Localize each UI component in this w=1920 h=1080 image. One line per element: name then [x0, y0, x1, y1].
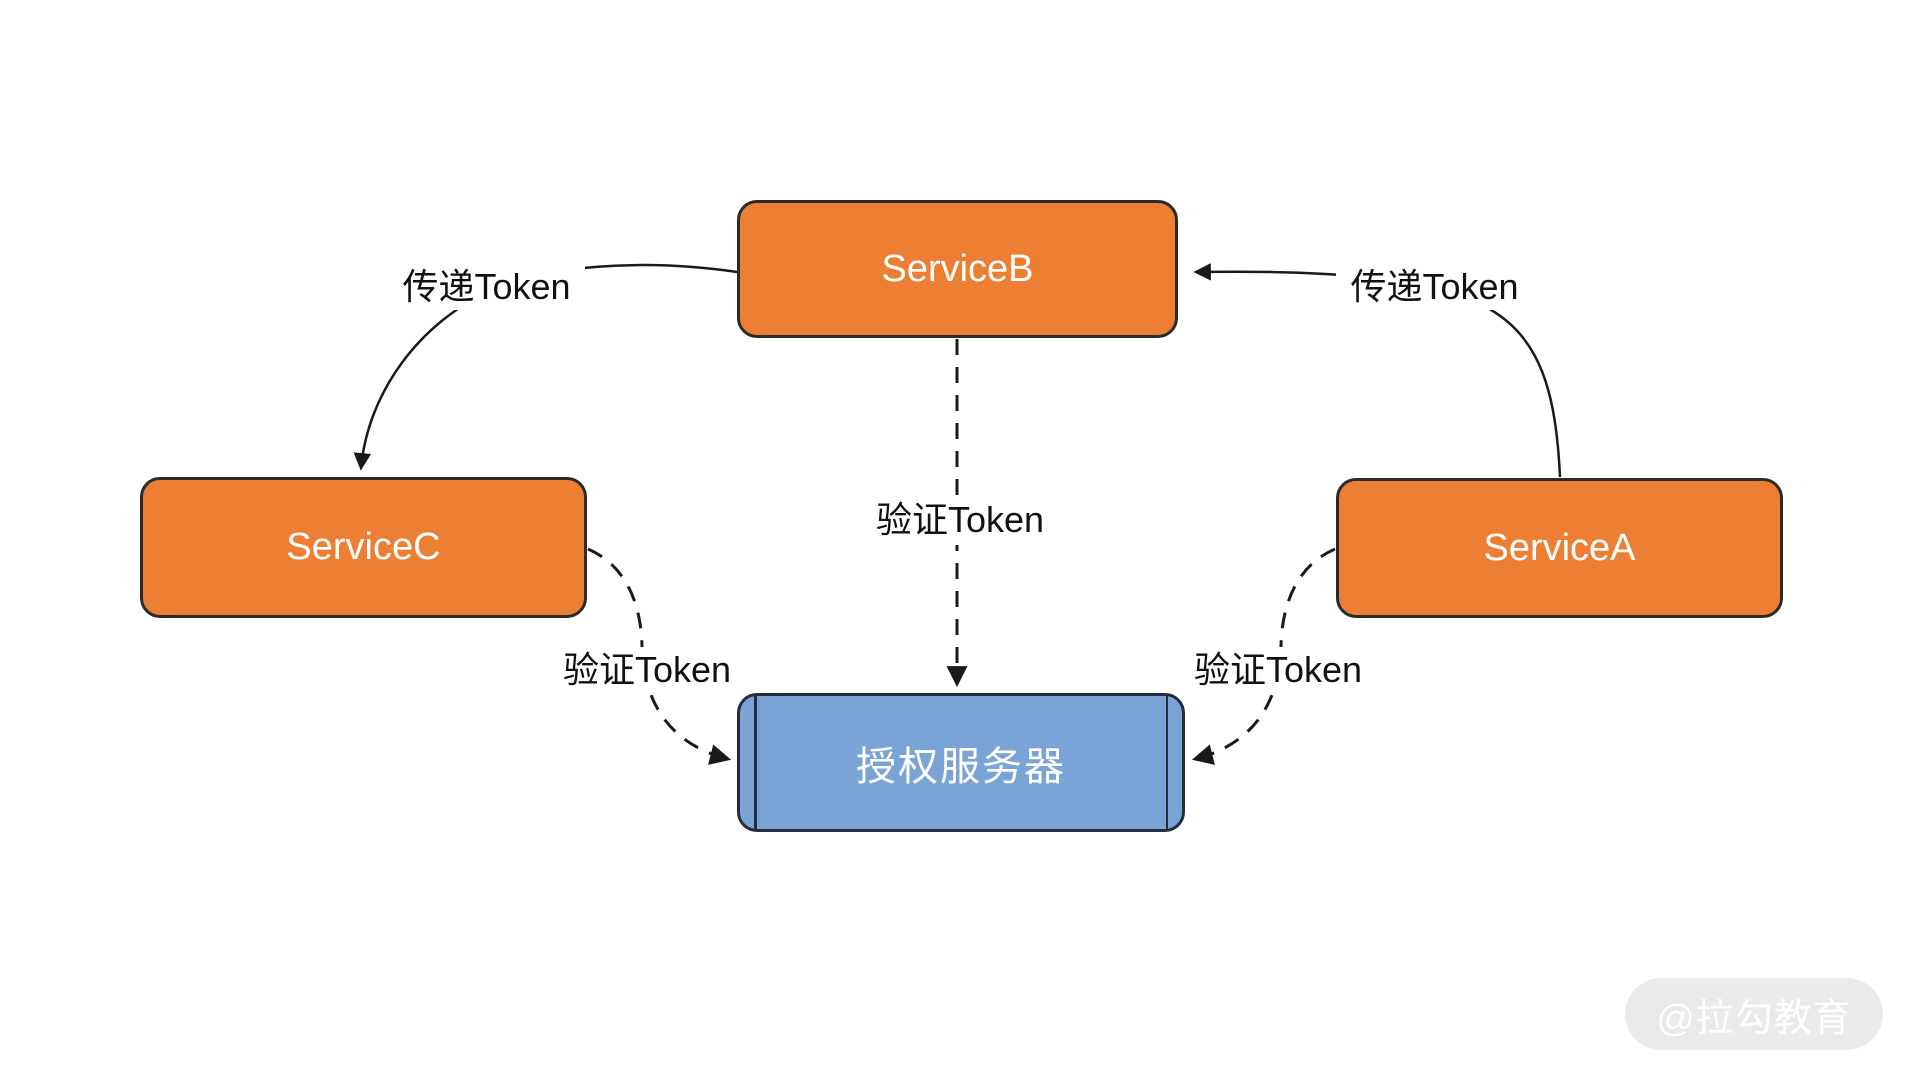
- edge-label-pass-token-right: 传递Token: [1336, 264, 1533, 310]
- edge-servicec-to-authserver: [587, 547, 732, 765]
- node-service-a-label: ServiceA: [1483, 526, 1636, 569]
- node-service-c-label: ServiceC: [286, 526, 441, 568]
- edge-label-verify-token-center: 验证Token: [860, 497, 1060, 545]
- node-service-a: ServiceA: [1336, 478, 1783, 618]
- edge-label-verify-token-right: 验证Token: [1178, 647, 1378, 693]
- node-auth-server-label: 授权服务器: [856, 744, 1066, 789]
- node-service-b-label: ServiceB: [881, 247, 1034, 290]
- node-service-b: ServiceB: [737, 200, 1178, 338]
- auth-server-sidebar-right: [1165, 696, 1168, 829]
- node-auth-server: 授权服务器: [737, 693, 1185, 832]
- auth-server-sidebar-left: [754, 696, 757, 829]
- edge-servicea-to-authserver: [1191, 547, 1336, 765]
- watermark-badge: @拉勾教育: [1625, 978, 1883, 1050]
- edge-label-pass-token-left: 传递Token: [388, 264, 585, 310]
- node-service-c: ServiceC: [140, 477, 587, 618]
- edge-label-verify-token-left: 验证Token: [547, 647, 747, 693]
- watermark-text: @拉勾教育: [1656, 997, 1852, 1040]
